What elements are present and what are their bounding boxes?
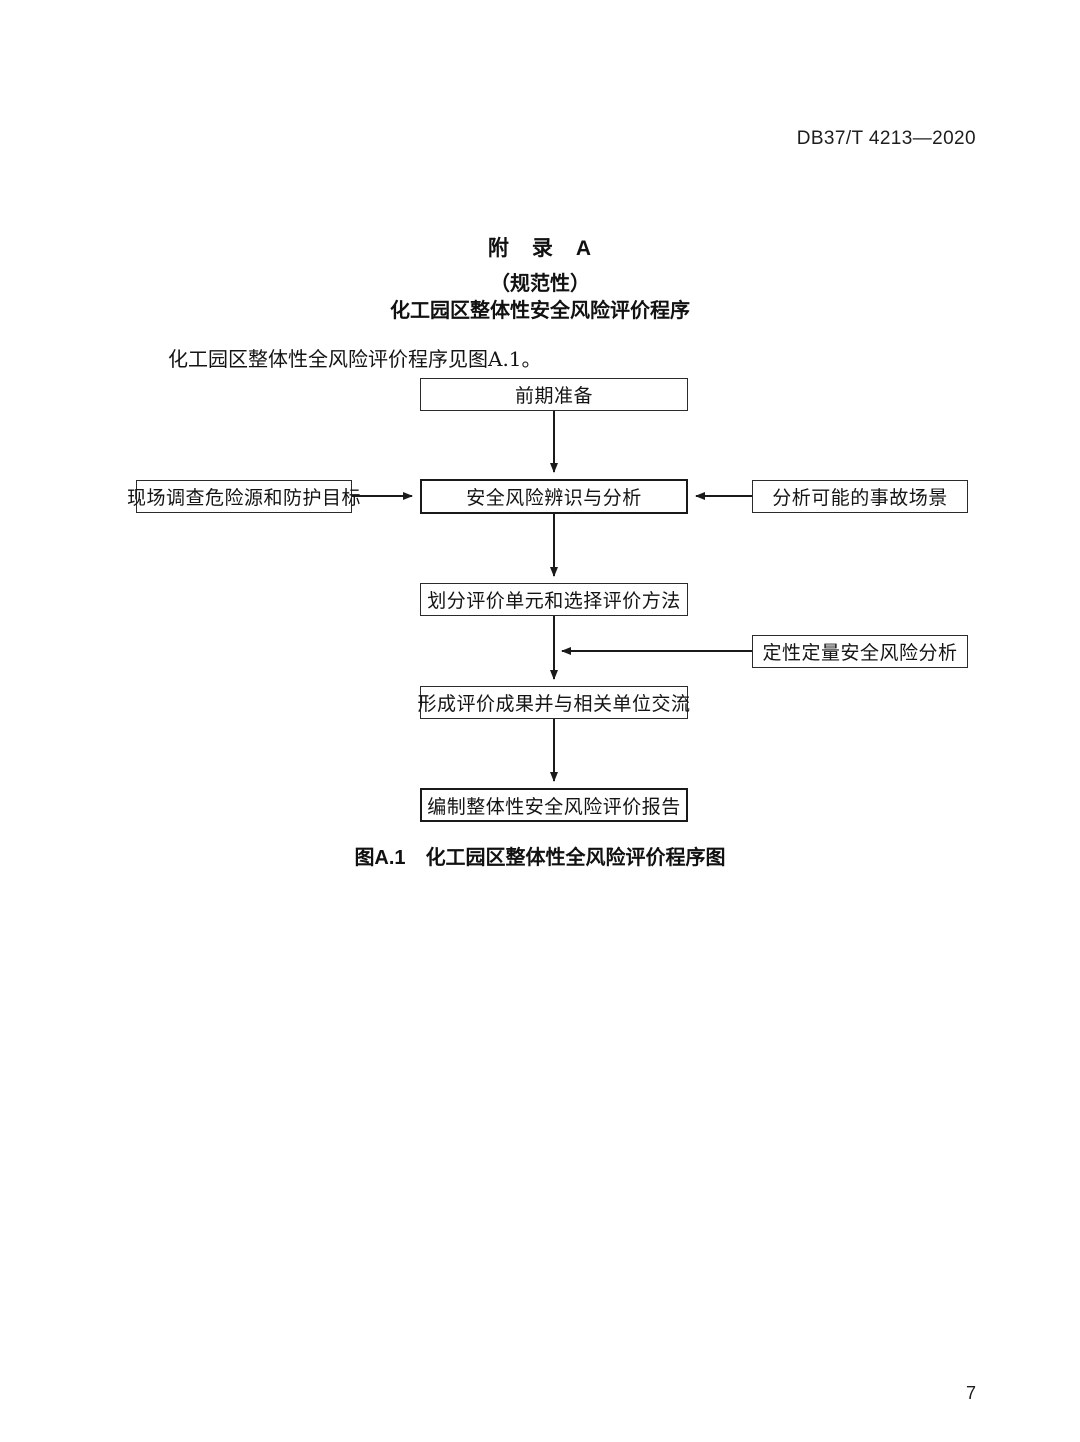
- annex-kind: （规范性）: [490, 273, 590, 295]
- standard-number-header: DB37/T 4213—2020: [796, 128, 976, 149]
- flow-node-site-survey: 现场调查危险源和防护目标: [127, 480, 361, 513]
- intro-paragraph: 化工园区整体性全风险评价程序见图A.1。: [168, 347, 542, 371]
- flow-node-risk-identification: 安全风险辨识与分析: [420, 479, 688, 514]
- flow-node-results-communication: 形成评价成果并与相关单位交流: [418, 686, 690, 719]
- flow-node-accident-scenario: 分析可能的事故场景: [752, 480, 968, 513]
- flow-node-report-compilation: 编制整体性安全风险评价报告: [420, 788, 688, 822]
- figure-caption-number: 图A.1: [354, 847, 406, 869]
- page-number: 7: [965, 1383, 976, 1403]
- annex-name: 化工园区整体性安全风险评价程序: [390, 300, 690, 322]
- figure-caption: 图A.1 化工园区整体性全风险评价程序图: [0, 841, 1080, 870]
- flow-node-evaluation-unit: 划分评价单元和选择评价方法: [420, 583, 688, 616]
- flow-node-qualitative-quantitative-analysis: 定性定量安全风险分析: [752, 635, 968, 668]
- annex-label: 附 录 A: [487, 237, 593, 260]
- flow-node-preparation: 前期准备: [420, 378, 688, 411]
- figure-caption-title: 化工园区整体性全风险评价程序图: [425, 847, 726, 869]
